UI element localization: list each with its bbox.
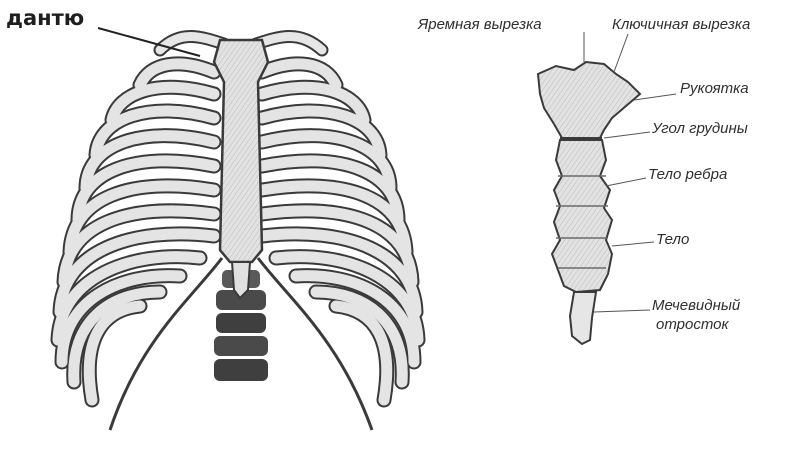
label-clavicular-notch: Ключичная вырезка bbox=[612, 16, 750, 33]
xiphoid-shape bbox=[570, 292, 596, 344]
ribs-left bbox=[58, 64, 214, 400]
ribs-right bbox=[262, 64, 418, 400]
label-rib-body: Тело ребра bbox=[648, 166, 727, 183]
label-manubrium: Рукоятка bbox=[680, 80, 749, 97]
label-jugular-notch: Яремная вырезка bbox=[418, 16, 542, 33]
rib-cage bbox=[58, 37, 418, 431]
label-sternal-angle: Угол грудины bbox=[652, 120, 748, 137]
manubrium-shape bbox=[538, 62, 640, 138]
label-xiphoid-line2: отросток bbox=[656, 316, 729, 333]
label-dantyu: дантю bbox=[6, 6, 84, 30]
label-xiphoid-line1: Мечевидный bbox=[652, 297, 740, 314]
sternum-body-shape bbox=[552, 140, 612, 292]
label-body: Тело bbox=[656, 231, 689, 248]
sternum-detail bbox=[538, 62, 640, 344]
